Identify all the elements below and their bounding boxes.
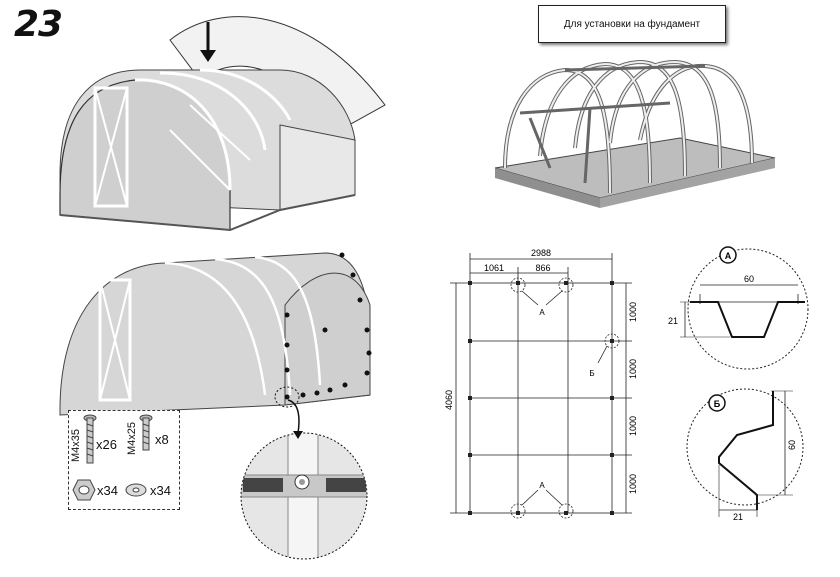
plan-dim-mid: 866 [535, 263, 550, 273]
foundation-note-text: Для установки на фундамент [563, 18, 701, 30]
detail-a-drawing: А 60 21 [668, 246, 809, 370]
washer-qty: x34 [150, 483, 171, 498]
greenhouse-fastening-illustration [59, 252, 372, 416]
detail-a-height: 21 [668, 316, 678, 326]
fastening-points [284, 252, 372, 400]
plan-callout-a-top: А [539, 308, 545, 317]
plan-dim-seg4: 1000 [628, 474, 638, 494]
frame-on-foundation-illustration [494, 59, 776, 208]
foundation-note: Для установки на фундамент [538, 5, 726, 43]
plan-dim-seg3: 1000 [628, 416, 638, 436]
detail-b-drawing: Б 60 21 [686, 388, 804, 522]
zoom-detail-illustration [240, 432, 368, 560]
plan-callout-a-bottom: А [539, 481, 545, 490]
detail-a-badge: А [719, 246, 737, 264]
plan-dim-length: 4060 [444, 390, 454, 410]
hardware-icons [72, 414, 153, 501]
arrow-down-icon [200, 22, 216, 62]
greenhouse-roof-install-illustration [59, 16, 386, 232]
step-number: 23 [14, 4, 63, 45]
plan-dim-left: 1061 [484, 263, 504, 273]
detail-a-badge-text: А [725, 251, 732, 261]
washer-icon [125, 483, 147, 497]
plan-callout-b: Б [589, 369, 594, 378]
nut-qty: x34 [97, 483, 118, 498]
plan-dim-seg2: 1000 [628, 359, 638, 379]
zoom-arrow-icon [287, 399, 303, 439]
screw-m4x25-qty: x8 [155, 432, 169, 447]
plan-dim-total-width: 2988 [531, 248, 551, 258]
screw-icon [83, 414, 97, 464]
detail-b-badge-text: Б [714, 399, 721, 409]
foundation-plan-drawing: 2988 1061 866 4060 1000 1000 1000 1000 А… [444, 248, 638, 519]
detail-b-width: 21 [733, 512, 743, 522]
plan-dim-seg1: 1000 [628, 302, 638, 322]
detail-b-height: 60 [787, 440, 797, 450]
screw-m4x35-qty: x26 [96, 437, 117, 452]
detail-a-width: 60 [744, 274, 754, 284]
nut-icon [72, 479, 96, 501]
detail-b-badge: Б [708, 394, 726, 412]
screw-m4x25-label: M4x25 [126, 421, 138, 455]
screw-icon [139, 414, 153, 451]
screw-m4x35-label: M4x35 [70, 428, 82, 462]
